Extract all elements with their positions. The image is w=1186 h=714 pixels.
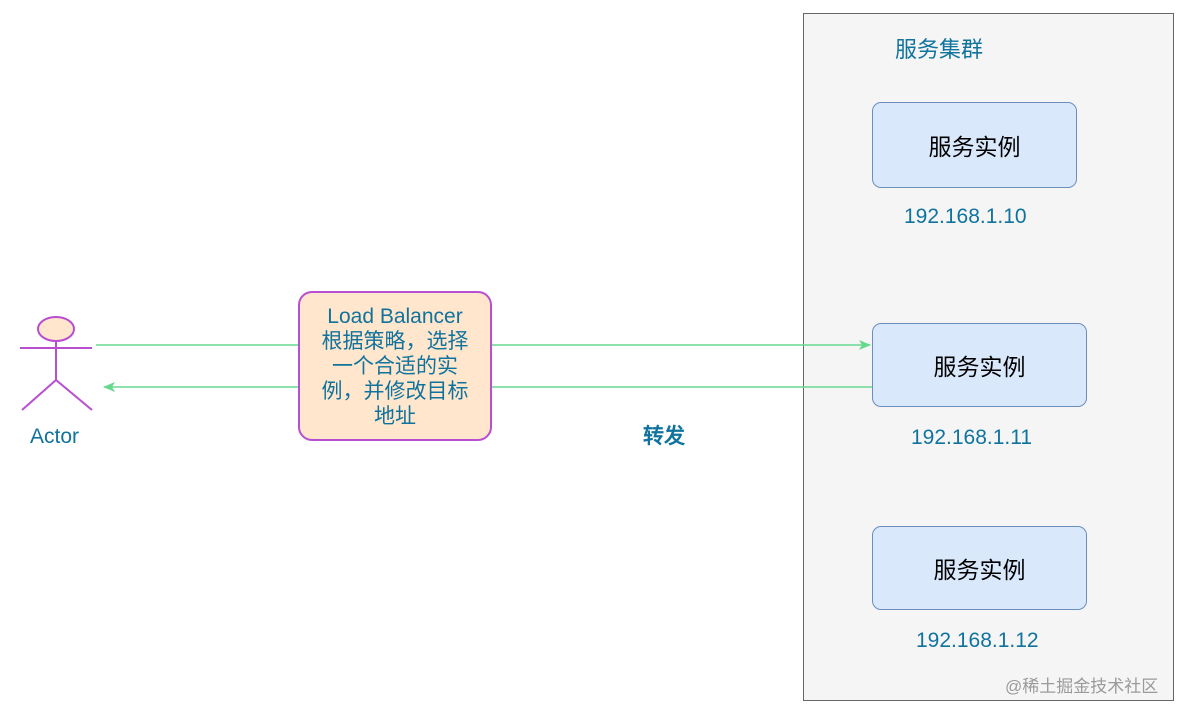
lb-line-5: 地址 bbox=[374, 404, 416, 428]
instance-2-ip: 192.168.1.11 bbox=[911, 426, 1033, 449]
actor-label: Actor bbox=[30, 425, 80, 448]
lb-line-4: 例，并修改目标 bbox=[321, 379, 469, 403]
forward-edge-label: 转发 bbox=[643, 425, 685, 448]
service-instance-1: 服务实例 bbox=[872, 102, 1077, 188]
watermark: @稀土掘金技术社区 bbox=[1005, 677, 1159, 696]
actor-head bbox=[37, 316, 75, 342]
actor-figure bbox=[20, 316, 93, 411]
service-instance-3: 服务实例 bbox=[872, 526, 1087, 610]
load-balancer-box: Load Balancer 根据策略，选择 一个合适的实 例，并修改目标 地址 bbox=[298, 291, 492, 441]
actor-left-leg bbox=[21, 379, 57, 411]
lb-line-3: 一个合适的实 bbox=[332, 354, 458, 378]
instance-3-ip: 192.168.1.12 bbox=[916, 629, 1039, 652]
service-cluster-title: 服务集群 bbox=[895, 37, 984, 62]
lb-line-1: Load Balancer bbox=[327, 304, 463, 328]
actor-right-leg bbox=[55, 379, 93, 411]
lb-line-2: 根据策略，选择 bbox=[321, 329, 469, 353]
service-instance-2: 服务实例 bbox=[872, 323, 1087, 407]
instance-1-ip: 192.168.1.10 bbox=[904, 205, 1027, 228]
